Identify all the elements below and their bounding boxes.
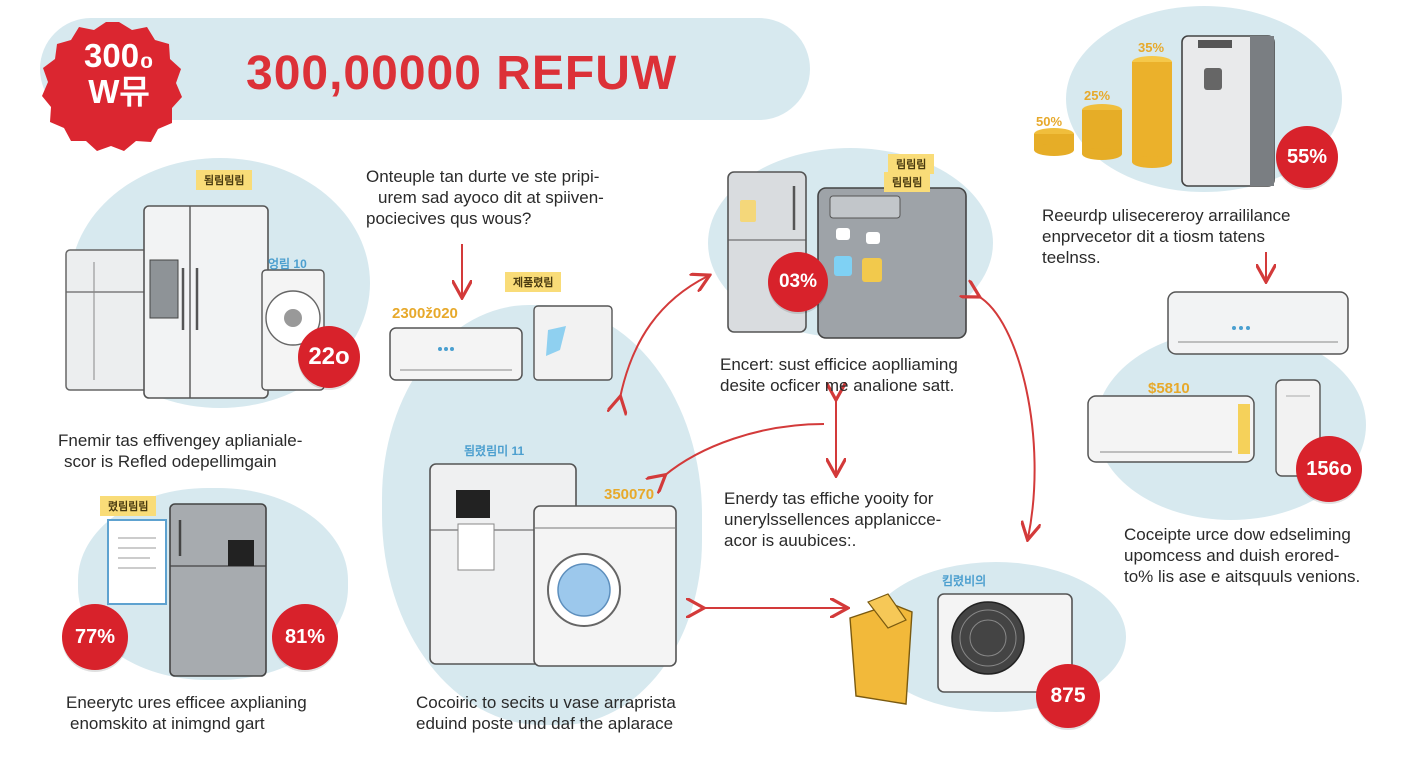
right-ac-price: $5810 (1148, 380, 1190, 397)
badge-bottom-ac: 875 (1036, 664, 1100, 728)
bar-label-25: 25% (1084, 88, 1111, 103)
tall-appliance-icon (1181, 35, 1275, 187)
caption-line: scor is Refled odepellimgain (64, 452, 277, 471)
washer-price: 350070 (604, 486, 655, 503)
seal-line-2: W뮤 (88, 73, 150, 110)
document-icon (107, 519, 167, 605)
caption-line: Coceipte urce dow edseliming (1124, 525, 1351, 544)
wall-ac-upper-icon (1167, 291, 1349, 355)
badge-fridge-washer: 22o (298, 326, 360, 388)
caption-right-bottom: Coceipte urce dow edseliming upomcess an… (1124, 524, 1360, 587)
caption-line: pociecives qus wous? (366, 209, 532, 228)
wall-ac-lower-icon (1087, 395, 1255, 463)
caption-line: urem sad ayoco dit at spiiven- (378, 188, 604, 207)
caption-line: teelnss. (1042, 248, 1101, 267)
split-ac-icon (389, 327, 523, 381)
seal-label: 300₀ W뮤 (52, 38, 186, 110)
caption-line: Onteuple tan durte ve ste pripi- (366, 167, 600, 186)
cylinder-bars-icon (1034, 56, 1172, 168)
caption-line: acor is auubices:. (724, 531, 857, 550)
tag-left-doc: 렸림림림 (100, 496, 157, 516)
outdoor-ac-unit-icon (937, 593, 1073, 693)
badge-left-b: 81% (272, 604, 338, 670)
flow-arrows (462, 244, 1266, 608)
package-box-icon (849, 593, 913, 705)
caption-center-bottom: Cocoiric to secits u vase arraprista edu… (416, 692, 676, 734)
page-title: 300,00000 REFUW (246, 47, 678, 100)
caption-line: Eneerytc ures efficee axplianing (66, 693, 307, 712)
caption-left-bottom: Eneerytc ures efficee axplianing enomski… (66, 692, 307, 734)
tag-small-unit: 제품렸림 (505, 272, 562, 292)
caption-line: Cocoiric to secits u vase arraprista (416, 693, 676, 712)
washing-machine-icon (533, 505, 677, 667)
bar-label-35: 35% (1138, 40, 1165, 55)
caption-line: Fnemir tas effivengey aplianiale- (58, 431, 303, 450)
tag-center-top-b: 림림림 (884, 172, 931, 192)
fridge-tall-icon (169, 503, 267, 677)
caption-line: eduind poste und daf the aplarace (416, 714, 674, 733)
caption-center-top: Encert: sust efficice aoplliaming desite… (720, 354, 958, 396)
fridge-side-by-side-icon (143, 205, 269, 399)
tag-fridge: 됨림림림 (196, 170, 253, 190)
badge-left-a: 77% (62, 604, 128, 670)
caption-line: unerylssellences applanicce- (724, 510, 942, 529)
caption-right-top: Reeurdp ulisecereroy arraililance enprve… (1042, 205, 1291, 268)
caption-line: enomskito at inimgnd gart (70, 714, 265, 733)
ac-price: 2300ž020 (392, 305, 458, 322)
caption-line: enprvecetor dit a tiosm tatens (1042, 227, 1266, 246)
label-center-blue: 됨렸림미 11 (464, 444, 525, 458)
caption-line: desite ocficer me analione satt. (720, 376, 955, 395)
caption-left-middle: Fnemir tas effivengey aplianiale- scor i… (58, 430, 302, 472)
caption-top-middle: Onteuple tan durte ve ste pripi- urem sa… (366, 166, 604, 229)
seal-line-1: 300₀ (84, 37, 154, 74)
box-device-icon (533, 305, 613, 381)
caption-center-middle: Enerdy tas effiche yooity for unerylssel… (724, 488, 941, 551)
badge-center-top: 03% (768, 252, 828, 312)
caption-line: Encert: sust efficice aoplliaming (720, 355, 958, 374)
label-washer-blue: 엉림 10 (268, 257, 307, 271)
tag-center-top-a: 림림림 (888, 154, 935, 174)
badge-right-middle: 156o (1296, 436, 1362, 502)
label-outdoor-ac: 킴렸비의 (942, 574, 987, 588)
fridge-small-icon (65, 249, 157, 391)
appliance-cabinet-icon (817, 187, 967, 339)
caption-line: Reeurdp ulisecereroy arraililance (1042, 206, 1291, 225)
caption-line: upomcess and duish erored- (1124, 546, 1340, 565)
caption-line: Enerdy tas effiche yooity for (724, 489, 934, 508)
badge-right-top: 55% (1276, 126, 1338, 188)
bar-label-50: 50% (1036, 114, 1063, 129)
caption-line: to% lis ase e aitsquuls venions. (1124, 567, 1361, 586)
